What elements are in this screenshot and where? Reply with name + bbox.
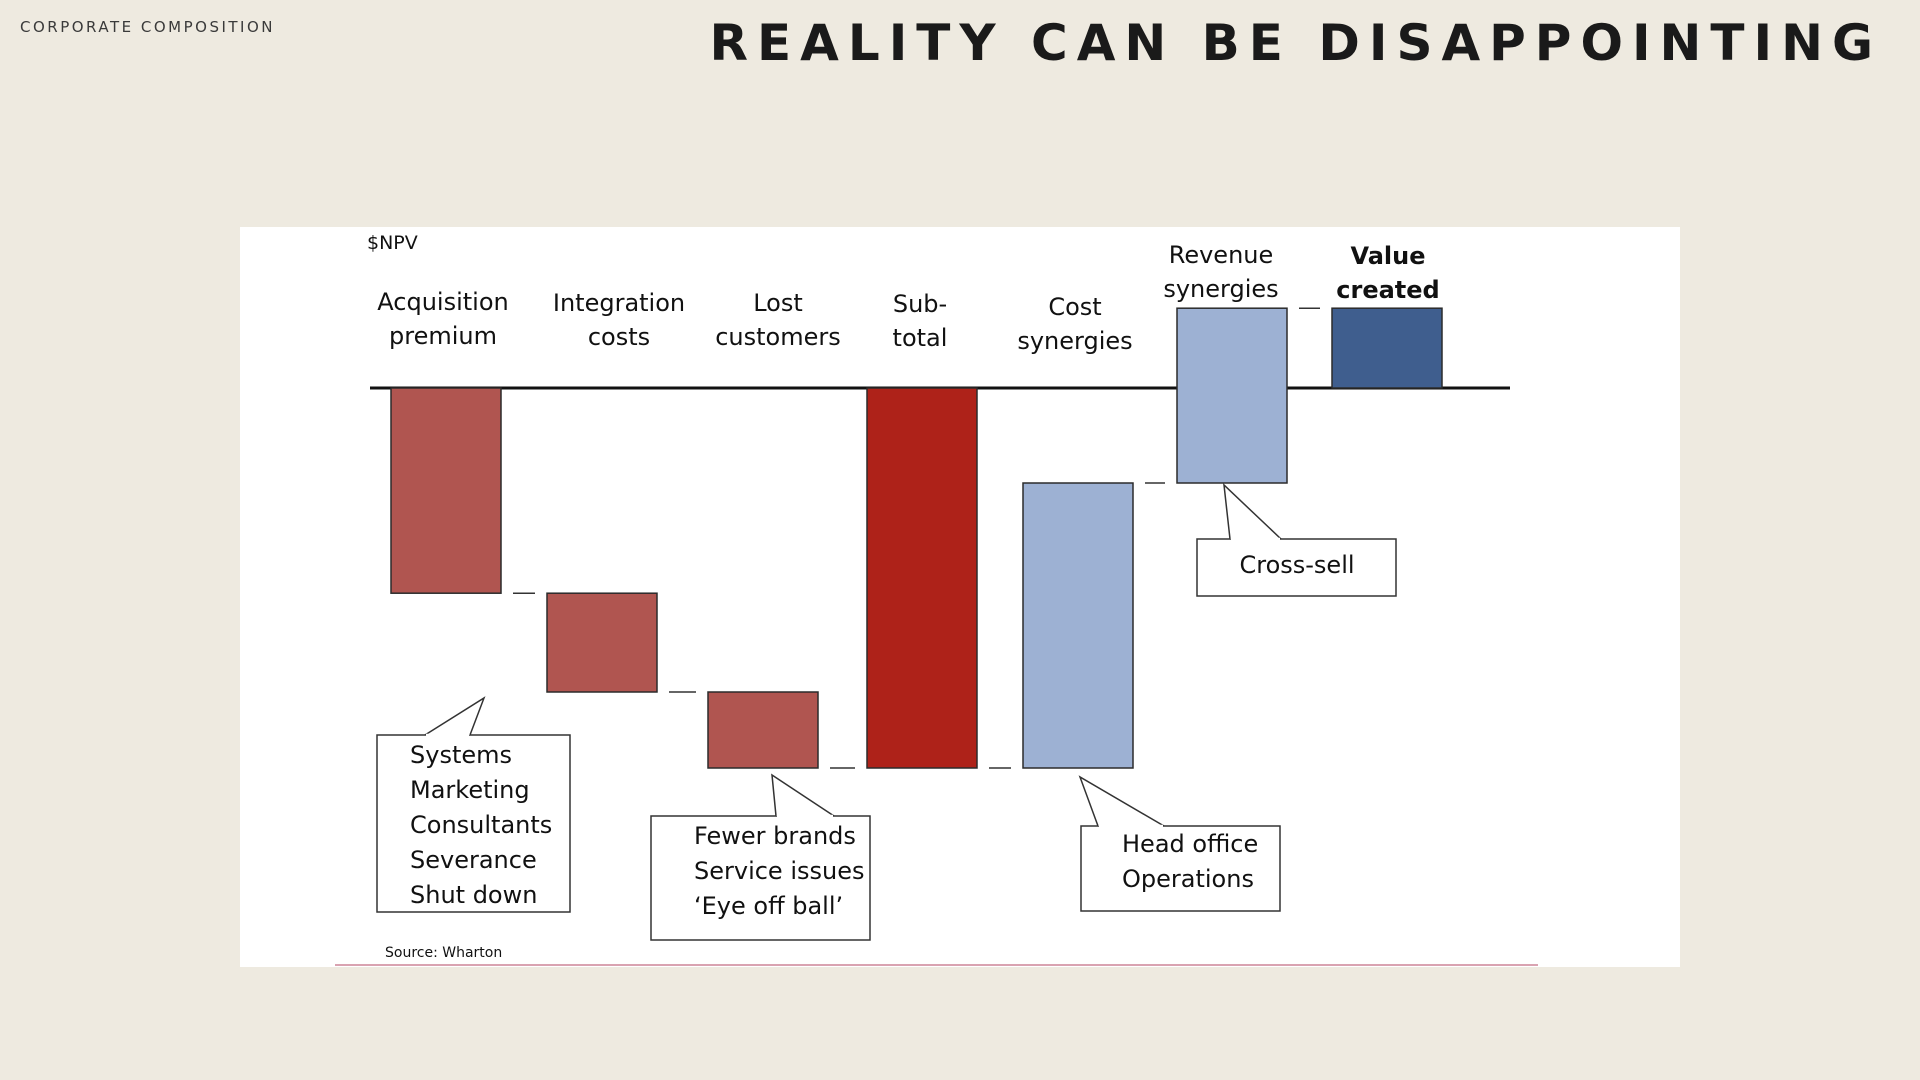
category-label-lost-customers-line-2: customers [715,323,841,351]
category-label-lost-customers-line-1: Lost [753,289,803,317]
callout-text-revenue-synergies-line-1: Cross-sell [1239,551,1354,579]
category-label-value-created-line-1: Value [1350,242,1425,270]
bar-integration-costs [546,592,658,693]
callout-text-integration-costs-line-4: Severance [410,846,537,874]
callout-pointer-lost-customers [771,773,835,817]
category-label-acquisition-premium-line-1: Acquisition [377,288,508,316]
callout-box-revenue-synergies [1196,538,1397,597]
bar-lost-customers [707,691,819,769]
category-label-cost-synergies-line-2: synergies [1017,327,1132,355]
bar-acquisition-premium [390,387,502,594]
category-label-sub-total-line-2: total [893,324,948,352]
section-label: CORPORATE COMPOSITION [20,18,276,36]
callout-pointer-cost-synergies [1078,775,1165,827]
callout-text-lost-customers-line-1: Fewer brands [694,822,856,850]
callout-text-cost-synergies-line-2: Operations [1122,865,1254,893]
category-label-value-created-line-2: created [1336,276,1439,304]
callout-box-lost-customers [650,815,871,941]
bar-cost-synergies [1022,482,1134,769]
callout-box-integration-costs [376,734,571,913]
callout-text-integration-costs-line-1: Systems [410,741,512,769]
callout-pointer-integration-costs [424,696,486,736]
callout-text-cost-synergies-line-1: Head office [1122,830,1258,858]
category-label-sub-total-line-1: Sub- [893,290,947,318]
slide-title: REALITY CAN BE DISAPPOINTING [709,14,1882,72]
category-label-integration-costs-line-2: costs [588,323,650,351]
callout-text-integration-costs-line-5: Shut down [410,881,537,909]
category-label-revenue-synergies-line-2: synergies [1163,275,1278,303]
bar-sub-total [866,387,978,769]
waterfall-chart: $NPV Source: Wharton Acquisition premium I… [335,232,1538,966]
bar-value-created [1331,307,1443,389]
callout-box-cost-synergies [1080,825,1281,912]
callout-text-integration-costs-line-3: Consultants [410,811,552,839]
callout-text-lost-customers-line-3: ‘Eye off ball’ [694,892,843,920]
bar-revenue-synergies [1176,307,1288,484]
callout-text-lost-customers-line-2: Service issues [694,857,864,885]
y-axis-label: $NPV [367,232,418,254]
callout-pointer-revenue-synergies [1223,483,1282,540]
category-label-revenue-synergies-line-1: Revenue [1169,241,1274,269]
category-label-cost-synergies-line-1: Cost [1048,293,1101,321]
source-note: Source: Wharton [385,945,502,961]
category-label-integration-costs-line-1: Integration [553,289,685,317]
waterfall-chart-panel: $NPV Source: Wharton Acquisition premium I… [240,227,1680,967]
category-label-acquisition-premium-line-2: premium [389,322,497,350]
callout-text-integration-costs-line-2: Marketing [410,776,530,804]
